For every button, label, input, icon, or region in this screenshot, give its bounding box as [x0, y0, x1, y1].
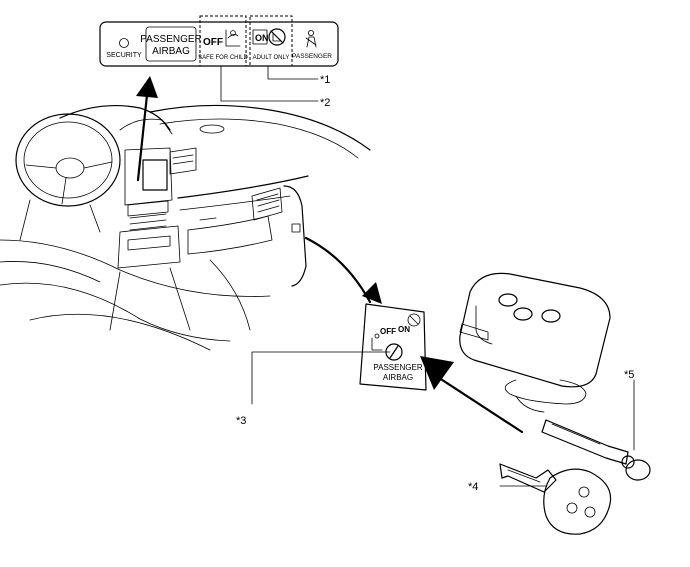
passenger-airbag-line2: AIRBAG [152, 46, 190, 57]
panel-location-arrow [136, 76, 158, 182]
callout-1: *1 [320, 74, 330, 86]
no-child-seat-icon-switch [407, 313, 421, 327]
callout-3-leader [251, 351, 391, 405]
glove-box [187, 215, 273, 255]
transmitter-key [499, 463, 612, 535]
security-indicator-icon [119, 38, 129, 48]
switch-plate-frame [359, 303, 427, 391]
smart-key [459, 272, 611, 413]
passenger-vent [251, 187, 283, 221]
airbag-switch-plate: OFF ON PASSENGER AIRBAG [359, 303, 427, 391]
mechanical-key [541, 419, 651, 481]
callout-leaders-top [220, 65, 319, 102]
on-indicator-label: ON [255, 33, 269, 43]
passenger-seatbelt-icon [305, 29, 317, 48]
steering-wheel [15, 113, 121, 207]
on-indicator-highlight [249, 15, 293, 67]
unlock-button [513, 307, 533, 321]
transmitter-key-blade [499, 463, 557, 493]
center-display [142, 159, 168, 191]
on-indicator-box [252, 29, 268, 45]
callout-3: *3 [236, 415, 246, 427]
key-slot [389, 345, 399, 359]
off-indicator-label: OFF [203, 37, 223, 48]
switch-airbag-label: AIRBAG [383, 373, 413, 382]
child-seat-icon-switch [371, 333, 383, 351]
child-seat-icon [225, 29, 241, 47]
dash-sensor [199, 124, 225, 134]
key-ring [625, 459, 651, 481]
transmitter-unlock-button [566, 502, 578, 514]
transmitter-lock-button [578, 486, 590, 498]
dashboard-illustration [0, 104, 371, 351]
switch-passenger-label: PASSENGER [373, 363, 422, 372]
callout-2: *2 [320, 97, 330, 109]
off-indicator-highlight [199, 15, 247, 67]
airbag-indicator-panel: SECURITY PASSENGER AIRBAG OFF SAFE FOR C… [99, 15, 339, 67]
transmitter-trunk-button [584, 506, 596, 518]
insert-key-arrow [420, 356, 524, 434]
transmitter-key-head [543, 468, 612, 535]
smart-key-body [459, 272, 611, 388]
mechanical-key-blade [541, 419, 629, 465]
key-release-slot [459, 323, 489, 341]
adult-only-label: ADULT ONLY [253, 55, 290, 61]
safe-for-child-label: SAFE FOR CHILD [198, 55, 248, 61]
switch-location-arrow [304, 236, 382, 304]
passenger-airbag-line1: PASSENGER [140, 34, 202, 45]
no-child-seat-icon [268, 28, 286, 46]
panic-button [541, 309, 561, 323]
lock-button [498, 293, 518, 307]
callout-5: *5 [624, 369, 634, 381]
passenger-airbag-label-box [145, 26, 197, 62]
switch-on-label: ON [398, 325, 410, 334]
callout-4: *4 [468, 481, 478, 493]
security-label: SECURITY [106, 52, 142, 59]
switch-off-label: OFF [380, 327, 396, 336]
passenger-label: PASSENGER [292, 53, 332, 60]
switch-location-marker [291, 223, 301, 233]
